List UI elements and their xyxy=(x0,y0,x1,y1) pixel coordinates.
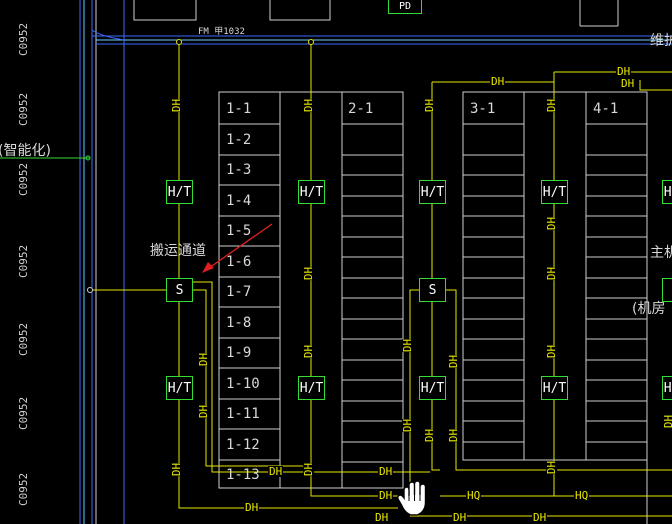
rack-row[interactable]: 1-9 xyxy=(226,345,252,361)
dh-label: DH xyxy=(490,75,506,88)
column-code-5: C0952 xyxy=(17,322,30,356)
dh-label: DH xyxy=(620,77,636,90)
rack-row[interactable]: 1-1 xyxy=(226,101,252,117)
rack-row[interactable]: 1-5 xyxy=(226,223,252,239)
right-host-label: 主机 xyxy=(650,245,672,261)
switch-box[interactable]: S xyxy=(419,278,446,302)
column-code-1: C0952 xyxy=(17,22,30,56)
fm-label: FM 甲1032 xyxy=(198,27,245,37)
dh-label: DH xyxy=(401,418,415,433)
hq-label: HQ xyxy=(574,489,590,502)
column-code-7: C0952 xyxy=(17,472,30,506)
rack-row[interactable]: 1-4 xyxy=(226,193,252,209)
dh-label: DH xyxy=(170,462,184,477)
rack-row[interactable]: 1-6 xyxy=(226,254,252,270)
dh-label: DH xyxy=(401,338,415,353)
pan-hand-cursor-icon xyxy=(397,480,427,516)
dh-label: DH xyxy=(532,511,548,524)
dh-label: DH xyxy=(197,404,211,419)
left-wall-lines xyxy=(79,0,125,524)
dh-label: DH xyxy=(545,216,559,231)
ht-box[interactable]: H/T xyxy=(298,180,325,204)
column-code-4: C0952 xyxy=(17,244,30,278)
dh-label: DH xyxy=(545,460,559,475)
dh-label: DH xyxy=(302,462,316,477)
corridor-label: 搬运通道 xyxy=(150,243,206,259)
dh-label: DH xyxy=(378,465,394,478)
rack-header-2-1: 2-1 xyxy=(348,101,374,117)
rack-row[interactable]: 1-2 xyxy=(226,132,252,148)
dh-label: DH xyxy=(545,344,559,359)
rack-row[interactable]: 1-7 xyxy=(226,284,252,300)
ht-box[interactable]: H/T xyxy=(419,376,446,400)
rack-row[interactable]: 1-13 xyxy=(226,467,260,483)
dh-label: DH xyxy=(302,344,316,359)
dh-label: DH xyxy=(170,98,184,113)
rack-row[interactable]: 1-11 xyxy=(226,406,260,422)
dh-label: DH xyxy=(302,98,316,113)
dh-label: DH xyxy=(545,266,559,281)
rack-header-3-1: 3-1 xyxy=(470,101,496,117)
rack-row[interactable]: 1-3 xyxy=(226,162,252,178)
ht-box[interactable]: H/T xyxy=(662,180,672,204)
hq-label: HQ xyxy=(466,489,482,502)
rack-row[interactable]: 1-8 xyxy=(226,315,252,331)
right-room-label: (机房 xyxy=(632,301,666,317)
dh-label: DH xyxy=(447,428,461,443)
dh-label: DH xyxy=(378,489,394,502)
ht-box[interactable]: H/T xyxy=(166,180,193,204)
rack-row[interactable]: 1-10 xyxy=(226,376,260,392)
switch-box[interactable]: S xyxy=(166,278,193,302)
dh-label: DH xyxy=(447,354,461,369)
ht-box[interactable]: H/T xyxy=(662,376,672,400)
dh-label: DH xyxy=(545,98,559,113)
left-smart-label: (智能化) xyxy=(0,143,51,159)
dh-label: DH xyxy=(302,266,316,281)
ht-box[interactable]: H/T xyxy=(298,376,325,400)
dh-label: DH xyxy=(616,65,632,78)
dh-label: DH xyxy=(197,352,211,367)
column-code-2: C0952 xyxy=(17,92,30,126)
ht-box[interactable]: H/T xyxy=(541,376,568,400)
top-right-label: 维护 xyxy=(650,33,672,49)
rack-header-4-1: 4-1 xyxy=(593,101,619,117)
ht-box[interactable]: H/T xyxy=(166,376,193,400)
red-arrow xyxy=(202,223,273,273)
ht-box[interactable]: H/T xyxy=(541,180,568,204)
switch-box[interactable]: S xyxy=(662,278,672,302)
dh-label: DH xyxy=(244,501,260,514)
dh-label: DH xyxy=(662,414,672,429)
top-structure xyxy=(133,0,619,27)
dh-label: DH xyxy=(423,98,437,113)
ht-box[interactable]: H/T xyxy=(419,180,446,204)
rack-row[interactable]: 1-12 xyxy=(226,437,260,453)
dh-label: DH xyxy=(452,511,468,524)
dh-label: DH xyxy=(423,428,437,443)
column-code-6: C0952 xyxy=(17,396,30,430)
dh-label: DH xyxy=(374,511,390,524)
pd-box[interactable]: PD xyxy=(388,0,422,14)
dh-label: DH xyxy=(268,465,284,478)
top-wall-lines xyxy=(91,29,672,60)
column-code-3: C0952 xyxy=(17,162,30,196)
